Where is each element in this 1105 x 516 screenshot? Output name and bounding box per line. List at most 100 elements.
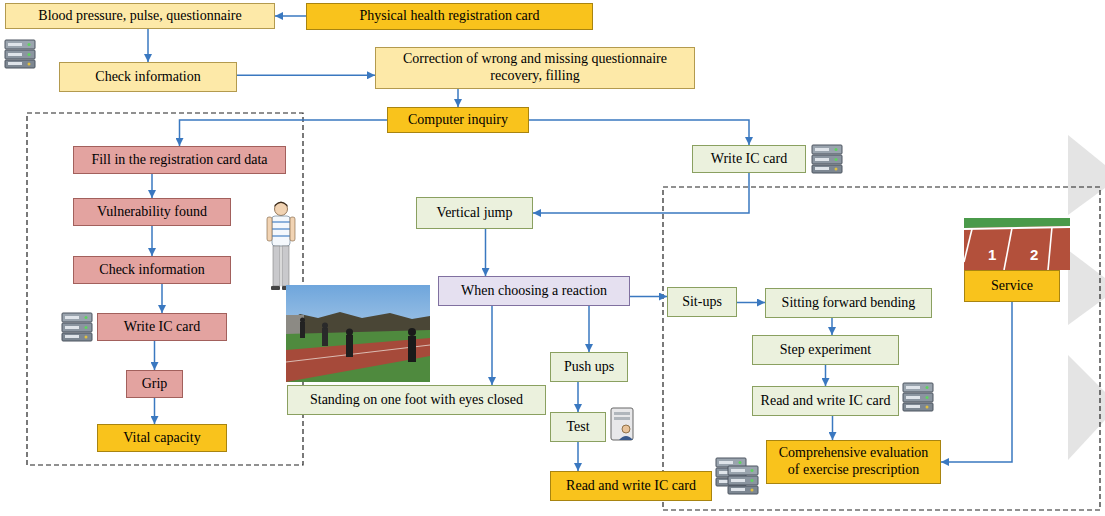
box-label: Computer inquiry: [408, 112, 508, 129]
drawing-part: [622, 425, 630, 433]
flow-arrow: [825, 365, 827, 386]
server-icon: [62, 313, 92, 341]
drawing-part: [614, 417, 630, 420]
box-label: Service: [991, 278, 1033, 295]
box-label: Correction of wrong and missing question…: [382, 51, 688, 85]
drawing-part: [271, 286, 280, 290]
field-photo: [286, 285, 430, 382]
process-box: Read and write IC card: [752, 386, 899, 416]
drawing-part: [964, 229, 972, 262]
flow-arrow: [237, 75, 375, 77]
flow-arrow: [941, 302, 1012, 462]
process-box: Vulnerability found: [73, 198, 231, 226]
drawing-part: [275, 203, 288, 216]
drawing-part: [611, 408, 633, 440]
process-box: Check information: [59, 62, 237, 92]
box-label: Fill in the registration card data: [91, 152, 267, 169]
flow-arrow: [180, 120, 388, 146]
flow-arrow: [533, 173, 749, 213]
drawing-part: [273, 246, 280, 286]
process-box: Sit-ups: [667, 287, 737, 317]
process-box: When choosing a reaction: [438, 276, 630, 306]
process-box: Read and write IC card: [550, 471, 712, 501]
drawing-part: [272, 235, 290, 237]
process-box: Write IC card: [97, 313, 227, 341]
server-icon: [5, 40, 35, 68]
flow-arrow: [630, 296, 667, 298]
drawing-part: [964, 218, 1070, 270]
drawing-part: [1004, 228, 1012, 270]
drawing-part: [286, 285, 430, 382]
box-label: Read and write IC card: [761, 393, 891, 410]
drawing-part: [275, 202, 288, 208]
box-label: Vital capacity: [123, 430, 200, 447]
computer-icon: [611, 408, 633, 440]
box-label: When choosing a reaction: [461, 283, 607, 300]
process-box: Computer inquiry: [387, 107, 529, 133]
dashed-region: [663, 187, 1100, 510]
process-box: Test: [550, 412, 606, 442]
process-box: Push ups: [550, 352, 628, 382]
drawing-part: [322, 328, 328, 346]
flow-arrow: [491, 306, 493, 385]
track-image: [964, 218, 1070, 270]
box-label: Check information: [95, 69, 200, 86]
box-label: Push ups: [564, 359, 614, 376]
process-box: Step experiment: [752, 335, 899, 365]
flow-arrow: [577, 442, 579, 471]
flow-arrow: [154, 341, 156, 370]
box-label: Test: [566, 419, 589, 436]
flow-arrow: [485, 229, 487, 276]
process-box: Write IC card: [692, 145, 806, 173]
server-icon: [728, 466, 758, 494]
server-icon: [903, 383, 933, 411]
process-box: Sitting forward bending: [765, 288, 932, 318]
drawing-part: [286, 330, 430, 382]
box-label: Comprehensive evaluation of exercise pre…: [773, 445, 934, 479]
drawing-part: [300, 322, 305, 338]
flow-arrow: [588, 306, 590, 352]
box-label: Sitting forward bending: [782, 295, 916, 312]
box-label: Grip: [142, 376, 168, 393]
process-box: Check information: [73, 256, 231, 284]
drawing-part: [408, 328, 416, 336]
flow-arrow: [161, 284, 163, 313]
box-label: Write IC card: [124, 319, 200, 336]
box-label: Read and write IC card: [566, 478, 696, 495]
person-figure: [267, 202, 295, 291]
lane-number: 2: [1030, 246, 1038, 263]
lane-number: 1: [988, 246, 996, 263]
box-label: Blood pressure, pulse, questionnaire: [38, 8, 241, 25]
drawing-part: [282, 246, 289, 286]
drawing-part: [267, 217, 272, 241]
drawing-part: [964, 218, 1070, 228]
process-box: Blood pressure, pulse, questionnaire: [5, 3, 275, 29]
process-box: Correction of wrong and missing question…: [375, 47, 695, 89]
process-box: Standing on one foot with eyes closed: [287, 385, 546, 415]
drawing-part: [272, 228, 290, 230]
drawing-part: [272, 216, 290, 246]
drawing-part: [290, 217, 295, 241]
box-label: Physical health registration card: [360, 8, 540, 25]
flow-arrow: [275, 15, 306, 17]
flow-arrow: [151, 174, 153, 198]
drawing-part: [619, 436, 633, 440]
drawing-part: [272, 221, 290, 223]
flow-arrow: [577, 382, 579, 412]
flow-arrow: [737, 302, 765, 304]
flow-arrow: [831, 318, 833, 335]
process-box: Vital capacity: [97, 424, 227, 452]
drawing-part: [614, 412, 630, 415]
dashed-region: [27, 113, 303, 465]
drawing-part: [346, 335, 353, 357]
flow-arrow: [457, 89, 459, 107]
drawing-part: [408, 336, 416, 362]
flow-arrow: [832, 416, 834, 440]
process-box: Comprehensive evaluation of exercise pre…: [766, 440, 941, 484]
box-label: Vulnerability found: [97, 204, 207, 221]
box-label: Check information: [99, 262, 204, 279]
process-box: Grip: [126, 370, 183, 398]
flow-arrow: [529, 120, 749, 145]
